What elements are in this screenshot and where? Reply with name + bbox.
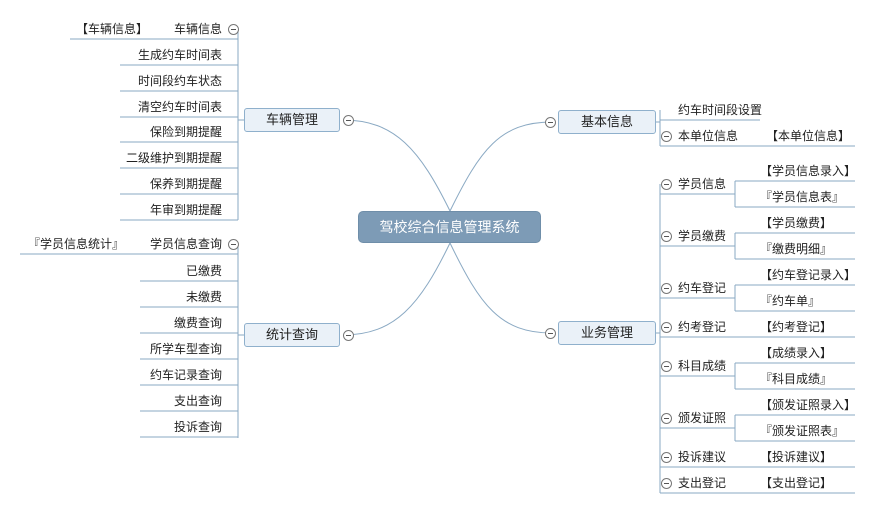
business-leaf[interactable]: 『缴费明细』: [760, 242, 833, 256]
business-leaf[interactable]: 『约车单』: [760, 294, 821, 308]
business-leaf[interactable]: 【学员缴费】: [760, 216, 833, 230]
business-leaf[interactable]: 【约车登记录入】: [760, 268, 857, 282]
business-item[interactable]: 支出登记: [678, 476, 727, 490]
business-item[interactable]: 学员缴费: [678, 229, 727, 243]
vehicle-item[interactable]: 二级维护到期提醒: [125, 151, 222, 165]
collapse-basic-info[interactable]: [544, 116, 556, 128]
stats-item[interactable]: 缴费查询: [173, 316, 222, 330]
collapse-business-item[interactable]: [660, 412, 672, 424]
stats-item[interactable]: 未缴费: [185, 290, 222, 304]
business-leaf[interactable]: 『科目成绩』: [760, 372, 833, 386]
stats-item[interactable]: 支出查询: [173, 394, 222, 408]
root-node[interactable]: 驾校综合信息管理系统: [358, 211, 541, 243]
business-item[interactable]: 学员信息: [678, 177, 727, 191]
business-item[interactable]: 投诉建议: [678, 450, 727, 464]
branch-curve: [342, 119, 451, 212]
stats-item[interactable]: 投诉查询: [173, 420, 222, 434]
collapse-statistics-query[interactable]: [342, 329, 354, 341]
business-leaf[interactable]: 【约考登记】: [760, 320, 833, 334]
collapse-basic-item[interactable]: [660, 130, 672, 142]
vehicle-item[interactable]: 保养到期提醒: [149, 177, 222, 191]
collapse-business-item[interactable]: [660, 451, 672, 463]
vehicle-item[interactable]: 生成约车时间表: [137, 48, 222, 62]
basic-item[interactable]: 约车时间段设置: [678, 103, 763, 117]
branch-curve: [449, 242, 553, 334]
vehicle-item[interactable]: 清空约车时间表: [137, 100, 222, 114]
branch-statistics-query[interactable]: 统计查询: [244, 323, 340, 347]
stats-leaf[interactable]: 『学员信息统计』: [28, 237, 125, 251]
branch-vehicle-management[interactable]: 车辆管理: [244, 108, 340, 132]
basic-item[interactable]: 本单位信息: [678, 129, 739, 143]
collapse-vehicle-management[interactable]: [342, 114, 354, 126]
business-leaf[interactable]: 【颁发证照录入】: [760, 398, 857, 412]
collapse-stats-item[interactable]: [227, 238, 239, 250]
stats-item[interactable]: 已缴费: [185, 264, 222, 278]
vehicle-item[interactable]: 年审到期提醒: [149, 203, 222, 217]
branch-business-management[interactable]: 业务管理: [558, 321, 656, 345]
business-item[interactable]: 约车登记: [678, 281, 727, 295]
collapse-business-item[interactable]: [660, 477, 672, 489]
branch-basic-info[interactable]: 基本信息: [558, 110, 656, 134]
business-item[interactable]: 科目成绩: [678, 359, 727, 373]
stats-item[interactable]: 约车记录查询: [149, 368, 222, 382]
collapse-business-management[interactable]: [544, 327, 556, 339]
stats-item[interactable]: 所学车型查询: [149, 342, 222, 356]
collapse-business-item[interactable]: [660, 360, 672, 372]
business-leaf[interactable]: 『学员信息表』: [760, 190, 845, 204]
vehicle-item[interactable]: 时间段约车状态: [137, 74, 222, 88]
vehicle-item[interactable]: 车辆信息: [173, 22, 222, 36]
collapse-business-item[interactable]: [660, 282, 672, 294]
vehicle-item[interactable]: 保险到期提醒: [149, 125, 222, 139]
business-leaf[interactable]: 【支出登记】: [760, 476, 833, 490]
business-leaf[interactable]: 【成绩录入】: [760, 346, 833, 360]
basic-leaf[interactable]: 【本单位信息】: [766, 129, 851, 143]
business-leaf[interactable]: 【投诉建议】: [760, 450, 833, 464]
business-item[interactable]: 颁发证照: [678, 411, 727, 425]
branch-curve: [449, 121, 553, 212]
stats-item[interactable]: 学员信息查询: [149, 237, 222, 251]
vehicle-leaf[interactable]: 【车辆信息】: [76, 22, 149, 36]
business-leaf[interactable]: 『颁发证照表』: [760, 424, 845, 438]
collapse-business-item[interactable]: [660, 178, 672, 190]
collapse-business-item[interactable]: [660, 230, 672, 242]
branch-curve: [342, 242, 451, 336]
business-leaf[interactable]: 【学员信息录入】: [760, 164, 857, 178]
collapse-business-item[interactable]: [660, 321, 672, 333]
business-item[interactable]: 约考登记: [678, 320, 727, 334]
collapse-vehicle-item[interactable]: [227, 23, 239, 35]
